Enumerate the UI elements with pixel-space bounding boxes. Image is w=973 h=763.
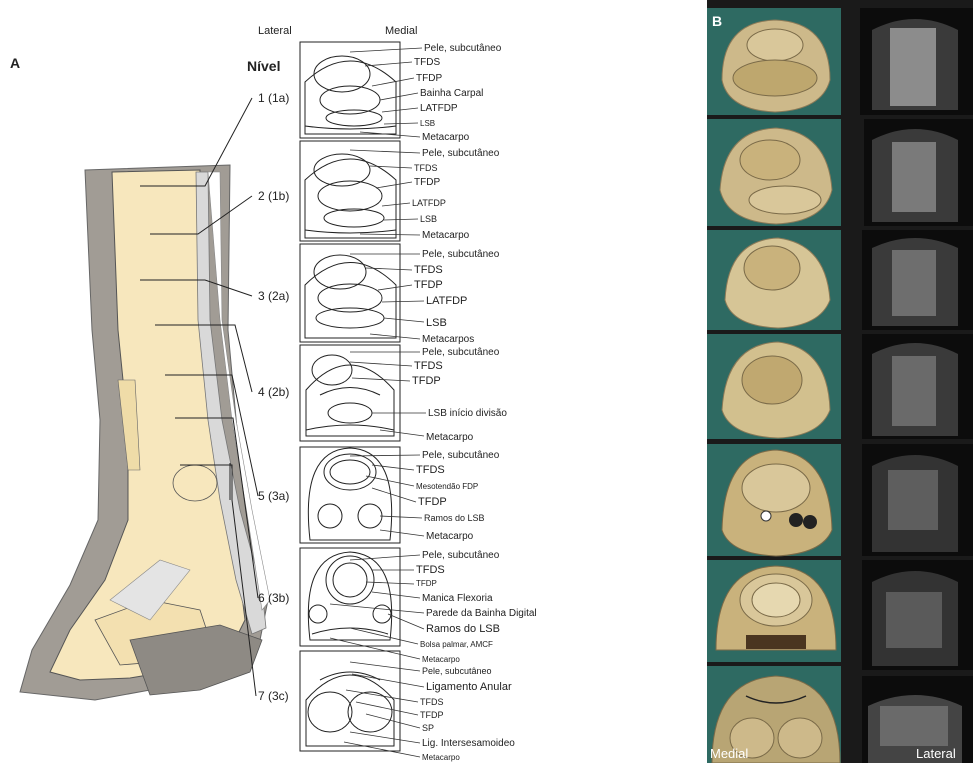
structure-label: Metacarpo (426, 432, 474, 443)
gross-sections: B (707, 8, 841, 763)
structure-label: TFDS (414, 264, 443, 276)
section-level-6 (300, 548, 400, 646)
level-label: 3 (2a) (258, 289, 289, 303)
structure-label: Metacarpos (422, 334, 474, 345)
structure-label: Pele, subcutâneo (422, 148, 500, 159)
section-level-4 (300, 345, 400, 441)
structure-label: LATFDP (412, 198, 446, 208)
structure-label: Ramos do LSB (426, 623, 500, 635)
nivel-title: Nível (247, 58, 280, 74)
limb-illustration (20, 165, 270, 700)
structure-label: TFDS (414, 360, 443, 372)
structure-label: TFDP (420, 710, 444, 720)
level-label: 2 (1b) (258, 189, 289, 203)
structure-label: TFDP (412, 375, 441, 387)
structure-label: LSB (420, 119, 435, 128)
structure-label: TFDS (414, 163, 438, 173)
structure-label: Metacarpo (422, 132, 470, 143)
structure-label: Metacarpo (422, 753, 460, 762)
medial-label: Medial (710, 746, 748, 761)
structure-label: Metacarpo (426, 531, 474, 542)
section-level-7 (300, 651, 400, 751)
panel-b-letter: B (712, 13, 722, 29)
level-label: 7 (3c) (258, 689, 289, 703)
structure-label: Pele, subcutâneo (424, 43, 502, 54)
structure-label: TFDP (414, 279, 443, 291)
structure-label: Ramos do LSB (424, 513, 485, 523)
structure-label: Manica Flexoria (422, 593, 493, 604)
lateral-label: Lateral (916, 746, 956, 761)
structure-label: TFDS (420, 697, 444, 707)
structure-label: TFDP (416, 579, 437, 588)
structure-label: LATFDP (420, 103, 458, 114)
structure-label: Parede da Bainha Digital (426, 608, 537, 619)
structure-label: Mesotendão FDP (416, 482, 478, 491)
section-level-5 (300, 447, 400, 543)
structure-label: TFDS (416, 564, 445, 576)
structure-label: LSB (420, 214, 437, 224)
structure-label: TFDS (414, 57, 440, 68)
structure-label: Lig. Intersesamoideo (422, 738, 515, 749)
panel-b: B (707, 0, 973, 763)
panel-a-letter: A (10, 55, 20, 71)
structure-label: TFDP (418, 496, 447, 508)
structure-label: LATFDP (426, 295, 467, 307)
structure-label: Pele, subcutâneo (422, 249, 500, 260)
structure-label: Pele, subcutâneo (422, 450, 500, 461)
section-level-3 (300, 244, 400, 342)
medial-header: Medial (385, 25, 417, 37)
structure-label: TFDP (414, 177, 440, 188)
structure-label: Metacarpo (422, 230, 470, 241)
structure-label: Metacarpo (422, 655, 460, 664)
level-label: 5 (3a) (258, 489, 289, 503)
section-level-2 (300, 141, 400, 241)
structure-label: Ligamento Anular (426, 681, 512, 693)
structure-label: TFDS (416, 464, 445, 476)
ultrasound-images (860, 8, 973, 763)
structure-label: LSB início divisão (428, 408, 507, 419)
structure-label: Bolsa palmar, AMCF (420, 640, 493, 649)
structure-label: Pele, subcutâneo (422, 550, 500, 561)
structure-labels: Pele, subcutâneo TFDS TFDP Bainha Carpal… (412, 43, 537, 762)
structure-label: Pele, subcutâneo (422, 347, 500, 358)
structure-label: TFDP (416, 73, 442, 84)
level-label: 1 (1a) (258, 91, 289, 105)
structure-label: LSB (426, 317, 447, 329)
structure-label: Pele, subcutâneo (422, 666, 492, 676)
structure-label: SP (422, 723, 434, 733)
level-label: 4 (2b) (258, 385, 289, 399)
level-label: 6 (3b) (258, 591, 289, 605)
lateral-header: Lateral (258, 25, 292, 37)
cross-section-boxes (300, 42, 400, 751)
structure-label: Bainha Carpal (420, 88, 483, 99)
